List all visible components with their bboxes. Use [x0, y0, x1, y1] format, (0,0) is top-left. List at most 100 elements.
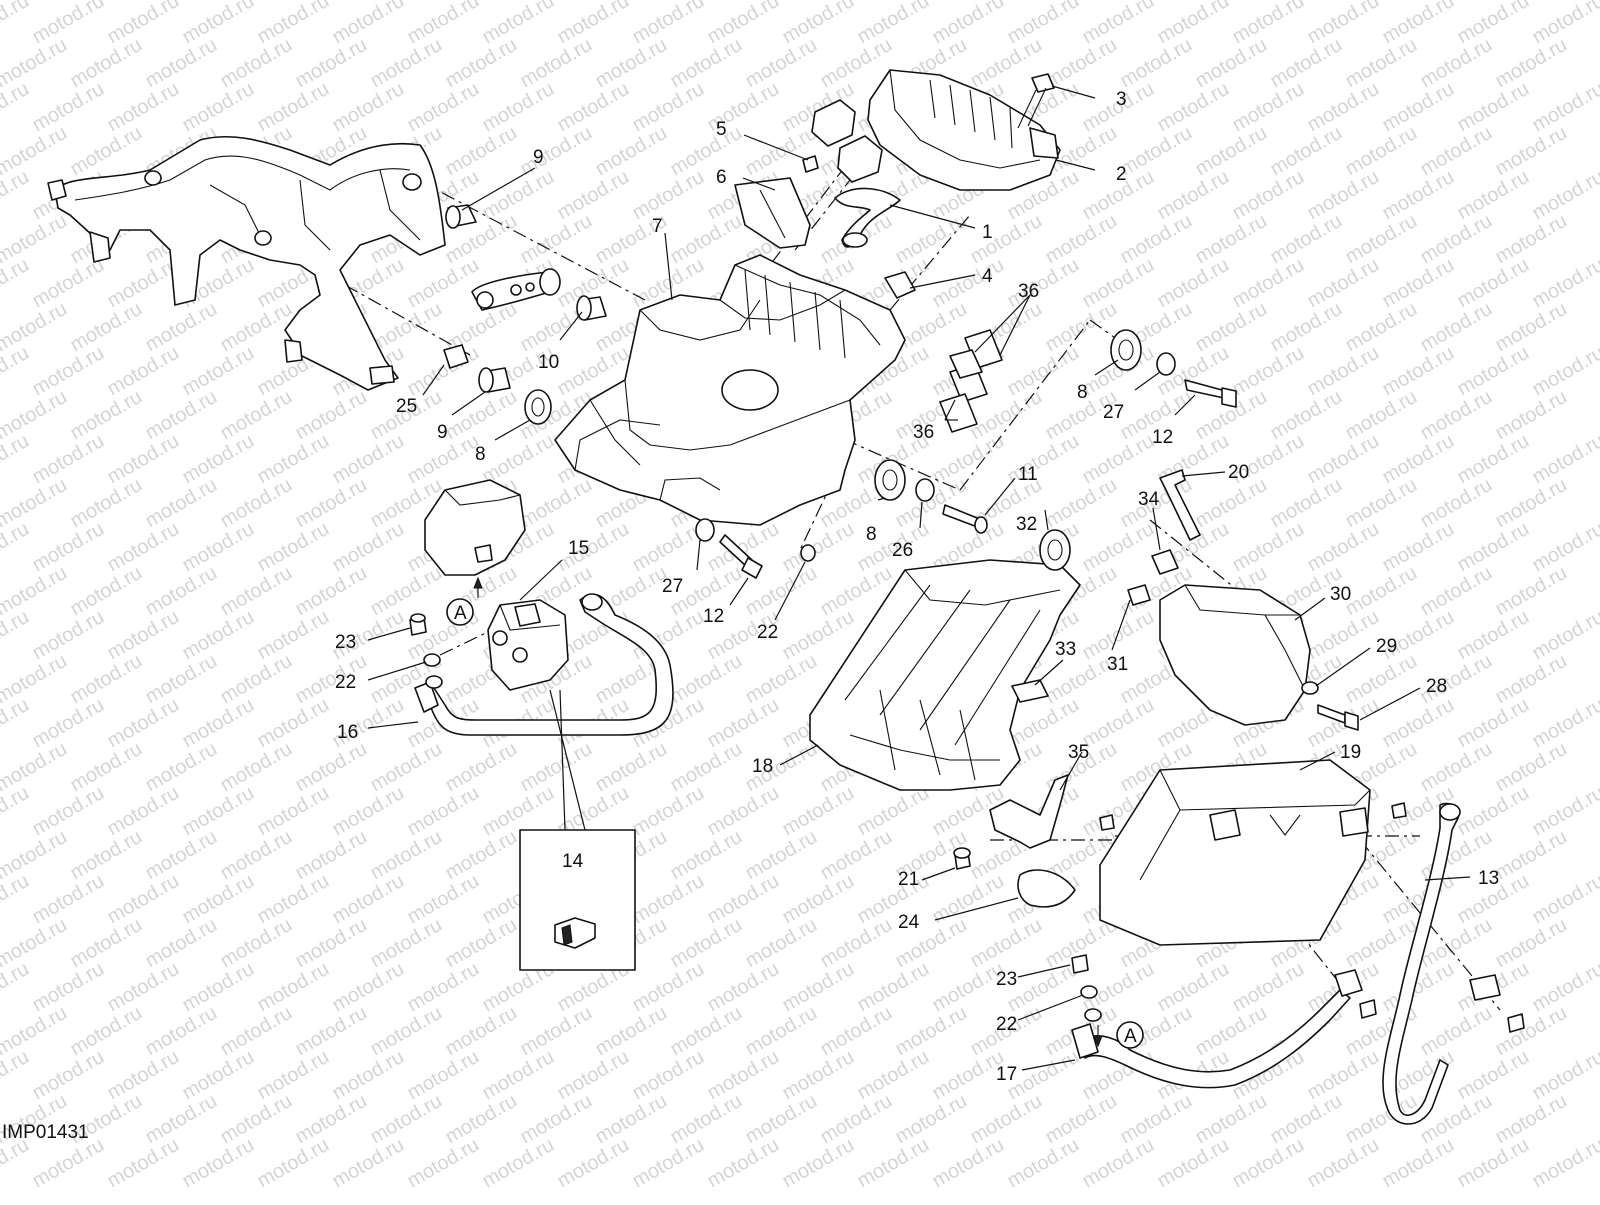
watermark-text: motod.ru	[67, 122, 146, 181]
watermark-text: motod.ru	[967, 914, 1046, 973]
watermark-text: motod.ru	[1304, 166, 1383, 225]
watermark-text: motod.ru	[404, 1134, 483, 1193]
watermark-text: motod.ru	[367, 562, 446, 621]
watermark-text: motod.ru	[142, 650, 221, 709]
watermark-text: motod.ru	[704, 1134, 783, 1193]
watermark-text: motod.ru	[1042, 210, 1121, 269]
watermark-text: motod.ru	[704, 0, 783, 48]
watermark-text: motod.ru	[217, 738, 296, 797]
watermark-text: motod.ru	[779, 606, 858, 665]
watermark-text: motod.ru	[1079, 1134, 1158, 1193]
watermark-text: motod.ru	[1454, 694, 1533, 753]
watermark-text: motod.ru	[254, 1046, 333, 1105]
watermark-text: motod.ru	[67, 738, 146, 797]
watermark-text: motod.ru	[179, 1046, 258, 1105]
watermark-text: motod.ru	[67, 34, 146, 93]
watermark-text: motod.ru	[854, 958, 933, 1017]
watermark-text: motod.ru	[1229, 166, 1308, 225]
watermark-text: motod.ru	[367, 738, 446, 797]
watermark-text: motod.ru	[1417, 386, 1496, 445]
watermark-text: motod.ru	[217, 298, 296, 357]
watermark-text: motod.ru	[1529, 1134, 1600, 1193]
callout-22-cable-b: 22	[996, 1014, 1017, 1035]
callout-36-top: 36	[1018, 281, 1039, 302]
watermark-text: motod.ru	[1379, 166, 1458, 225]
watermark-text: motod.ru	[1417, 210, 1496, 269]
watermark-text: motod.ru	[629, 870, 708, 929]
watermark-text: motod.ru	[1079, 694, 1158, 753]
watermark-text: motod.ru	[854, 1134, 933, 1193]
watermark-text: motod.ru	[67, 386, 146, 445]
callout-28: 28	[1426, 676, 1447, 697]
watermark-text: motod.ru	[29, 958, 108, 1017]
watermark-text: motod.ru	[329, 1046, 408, 1105]
watermark-text: motod.ru	[1529, 0, 1600, 48]
watermark-text: motod.ru	[1154, 1134, 1233, 1193]
watermark-text: motod.ru	[29, 430, 108, 489]
callout-26: 26	[892, 540, 913, 561]
callout-15: 15	[568, 538, 589, 559]
watermark-text: motod.ru	[67, 298, 146, 357]
watermark-text: motod.ru	[1304, 1046, 1383, 1105]
watermark-text: motod.ru	[1192, 298, 1271, 357]
watermark-text: motod.ru	[142, 1002, 221, 1061]
callout-27-upper: 27	[1103, 402, 1124, 423]
watermark-text: motod.ru	[404, 254, 483, 313]
watermark-text: motod.ru	[0, 342, 33, 401]
watermark-text: motod.ru	[1529, 78, 1600, 137]
watermark-text: motod.ru	[254, 958, 333, 1017]
watermark-text: motod.ru	[517, 34, 596, 93]
watermark-text: motod.ru	[142, 738, 221, 797]
watermark-text: motod.ru	[1229, 0, 1308, 48]
watermark-text: motod.ru	[854, 1046, 933, 1105]
watermark-text: motod.ru	[967, 1090, 1046, 1149]
watermark-text: motod.ru	[742, 650, 821, 709]
watermark-text: motod.ru	[292, 34, 371, 93]
watermark-text: motod.ru	[142, 914, 221, 973]
watermark-text: motod.ru	[929, 0, 1008, 48]
watermark-text: motod.ru	[29, 870, 108, 929]
watermark-text: motod.ru	[779, 518, 858, 577]
watermark-text: motod.ru	[592, 1090, 671, 1149]
watermark-text: motod.ru	[367, 826, 446, 885]
watermark-text: motod.ru	[179, 430, 258, 489]
watermark-text: motod.ru	[404, 78, 483, 137]
watermark-text: motod.ru	[1079, 518, 1158, 577]
callout-25: 25	[396, 396, 417, 417]
watermark-text: motod.ru	[179, 1134, 258, 1193]
watermark-text: motod.ru	[104, 1134, 183, 1193]
watermark-text: motod.ru	[1267, 122, 1346, 181]
watermark-text: motod.ru	[1379, 254, 1458, 313]
watermark-text: motod.ru	[0, 254, 33, 313]
callout-17: 17	[996, 1064, 1017, 1085]
watermark-text: motod.ru	[1004, 430, 1083, 489]
watermark-text: motod.ru	[667, 122, 746, 181]
watermark-text: motod.ru	[217, 386, 296, 445]
watermark-text: motod.ru	[1342, 298, 1421, 357]
callout-19: 19	[1340, 742, 1361, 763]
watermark-text: motod.ru	[29, 606, 108, 665]
watermark-text: motod.ru	[779, 1046, 858, 1105]
watermark-text: motod.ru	[1529, 606, 1600, 665]
watermark-text: motod.ru	[1379, 694, 1458, 753]
watermark-text: motod.ru	[442, 914, 521, 973]
watermark-text: motod.ru	[67, 1002, 146, 1061]
watermark-text: motod.ru	[404, 1046, 483, 1105]
watermark-text: motod.ru	[367, 34, 446, 93]
watermark-text: motod.ru	[217, 1090, 296, 1149]
watermark-text: motod.ru	[1492, 474, 1571, 533]
callout-11: 11	[1018, 464, 1038, 485]
watermark-text: motod.ru	[1117, 210, 1196, 269]
watermark-text: motod.ru	[592, 34, 671, 93]
watermark-text: motod.ru	[1529, 870, 1600, 929]
watermark-text: motod.ru	[292, 1002, 371, 1061]
callout-13: 13	[1478, 868, 1499, 889]
watermark-text: motod.ru	[817, 914, 896, 973]
watermark-text: motod.ru	[292, 474, 371, 533]
callout-22-tray: 22	[757, 622, 778, 643]
watermark-text: motod.ru	[404, 870, 483, 929]
watermark-text: motod.ru	[554, 166, 633, 225]
watermark-text: motod.ru	[29, 1046, 108, 1105]
callout-23-cable-a: 23	[335, 632, 356, 653]
watermark-text: motod.ru	[254, 430, 333, 489]
